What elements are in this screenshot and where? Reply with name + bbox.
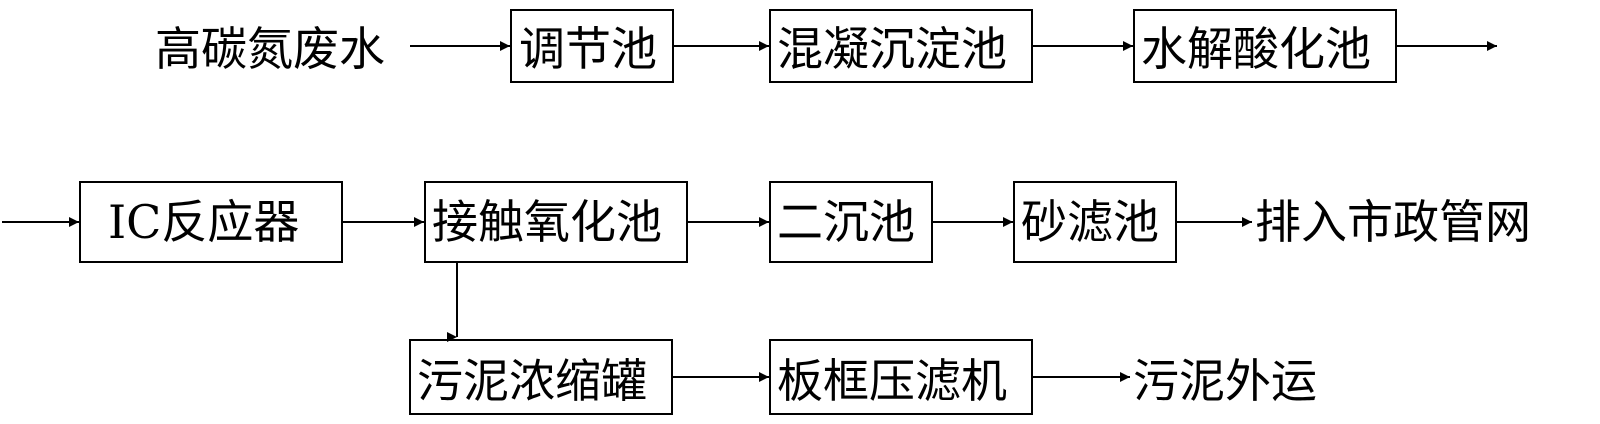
step-jiechu-label: 接触氧化池 — [432, 195, 662, 249]
step-tiaojiechi-box: 调节池 — [510, 9, 674, 83]
outlet-label: 排入市政管网 — [1255, 195, 1531, 249]
step-ic-box: IC反应器 — [79, 181, 343, 263]
step-shuijie-box: 水解酸化池 — [1133, 9, 1397, 83]
step-wuni-nongsuo-label: 污泥浓缩罐 — [417, 354, 647, 408]
step-shalv-box: 砂滤池 — [1013, 181, 1177, 263]
step-shuijie-label: 水解酸化池 — [1141, 22, 1371, 76]
step-shalv-label: 砂滤池 — [1021, 195, 1159, 249]
step-tiaojiechi-label: 调节池 — [519, 22, 657, 76]
step-ic-label: IC反应器 — [108, 195, 299, 249]
step-erchen-box: 二沉池 — [769, 181, 933, 263]
sludge-outlet-label: 污泥外运 — [1133, 354, 1317, 408]
step-hunning-label: 混凝沉淀池 — [777, 22, 1007, 76]
step-jiechu-box: 接触氧化池 — [424, 181, 688, 263]
step-hunning-box: 混凝沉淀池 — [769, 9, 1033, 83]
step-erchen-label: 二沉池 — [777, 195, 915, 249]
step-bankuang-label: 板框压滤机 — [777, 354, 1007, 408]
step-wuni-nongsuo-box: 污泥浓缩罐 — [409, 339, 673, 415]
step-bankuang-box: 板框压滤机 — [769, 339, 1033, 415]
source-label: 高碳氮废水 — [155, 22, 385, 76]
